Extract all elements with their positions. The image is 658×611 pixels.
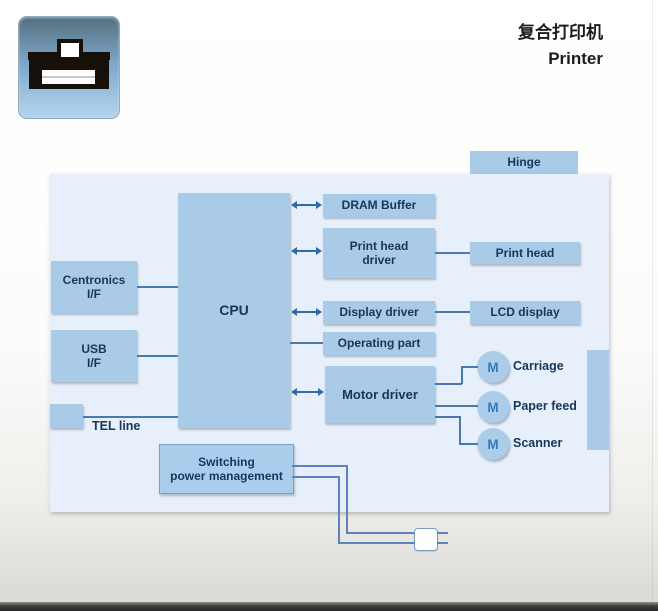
power-line2-h2 (338, 542, 414, 544)
motor-scanner-line-h2 (459, 443, 478, 445)
print-head-driver-label-line2: driver (362, 253, 396, 267)
cpu-dram-arrow (291, 201, 322, 209)
scanner-motor-icon: M (477, 428, 509, 460)
page-title: 复合打印机 Printer (518, 20, 603, 72)
tel-line-label: TEL line (92, 419, 141, 433)
motor-scanner-line-h1 (435, 416, 460, 418)
power-line1-v (346, 465, 348, 533)
right-edge-bar (587, 350, 609, 450)
printer-icon-body (29, 59, 109, 89)
page-title-english: Printer (548, 49, 603, 68)
operating-part-block: Operating part (323, 332, 435, 355)
centronics-if-label-line2: I/F (87, 287, 101, 301)
power-line1-h2 (346, 532, 414, 534)
usb-if-block: USB I/F (51, 330, 137, 382)
motor-carriage-line-v (461, 367, 463, 384)
motor-carriage-line-h2 (461, 366, 478, 368)
scanner-motor-symbol: M (487, 436, 499, 452)
motor-driver-block: Motor driver (325, 366, 435, 423)
bottom-dark-band (0, 602, 658, 611)
hinge-block: Hinge (470, 151, 578, 174)
cpu-print-head-driver-arrow (291, 247, 322, 255)
dram-buffer-label: DRAM Buffer (341, 198, 417, 213)
tel-line-connector-block (50, 404, 83, 428)
hinge-label: Hinge (507, 155, 541, 170)
power-line1-h1 (292, 465, 348, 467)
page-title-chinese: 复合打印机 (518, 23, 603, 42)
lcd-display-block: LCD display (470, 301, 580, 324)
motor-scanner-line-v (459, 416, 461, 444)
driver-print-head-line (435, 252, 470, 254)
printer-icon-slot-line (42, 76, 95, 78)
carriage-label: Carriage (513, 359, 564, 373)
operating-part-label: Operating part (337, 336, 421, 351)
cpu-label: CPU (219, 302, 249, 319)
usb-cpu-line (137, 355, 178, 357)
switching-power-management-block: Switching power management (159, 444, 294, 494)
motor-driver-label: Motor driver (342, 386, 418, 402)
paper-feed-motor-icon: M (477, 391, 509, 423)
cpu-motor-driver-arrow (291, 388, 324, 396)
motor-paper-feed-line (435, 405, 478, 407)
power-plug-icon (414, 528, 438, 551)
usb-if-label-line1: USB (81, 341, 107, 356)
switching-power-label-line1: Switching (198, 454, 255, 469)
tel-cpu-line (83, 416, 178, 418)
centronics-if-block: Centronics I/F (51, 261, 137, 313)
centronics-cpu-line (137, 286, 178, 288)
printer-icon-output-slot (42, 70, 95, 84)
plug-prong-top (437, 532, 448, 534)
power-line2-v (338, 476, 340, 543)
cpu-block: CPU (178, 193, 290, 428)
plug-prong-bottom (437, 542, 448, 544)
cpu-operating-part-line (290, 342, 323, 344)
power-line2-h1 (292, 476, 340, 478)
printer-icon-paper (57, 39, 83, 61)
dram-buffer-block: DRAM Buffer (323, 194, 435, 217)
driver-lcd-line (435, 311, 470, 313)
lcd-display-label: LCD display (490, 305, 560, 320)
cpu-display-driver-arrow (291, 308, 322, 316)
paper-feed-motor-symbol: M (487, 399, 499, 415)
usb-if-label-line2: I/F (87, 356, 101, 370)
motor-carriage-line-h1 (435, 383, 462, 385)
scanner-label: Scanner (513, 436, 563, 450)
right-edge-line (652, 0, 653, 602)
print-head-block: Print head (470, 242, 580, 264)
print-head-label: Print head (495, 245, 555, 260)
print-head-driver-label-line1: Print head (349, 238, 409, 253)
display-driver-block: Display driver (323, 301, 435, 324)
display-driver-label: Display driver (339, 305, 419, 320)
centronics-if-label-line1: Centronics (62, 272, 126, 287)
paper-feed-label: Paper feed (513, 399, 577, 413)
carriage-motor-symbol: M (487, 359, 499, 375)
print-head-driver-block: Print head driver (323, 228, 435, 278)
switching-power-label-line2: power management (170, 469, 283, 483)
carriage-motor-icon: M (477, 351, 509, 383)
printer-app-icon (18, 16, 120, 119)
